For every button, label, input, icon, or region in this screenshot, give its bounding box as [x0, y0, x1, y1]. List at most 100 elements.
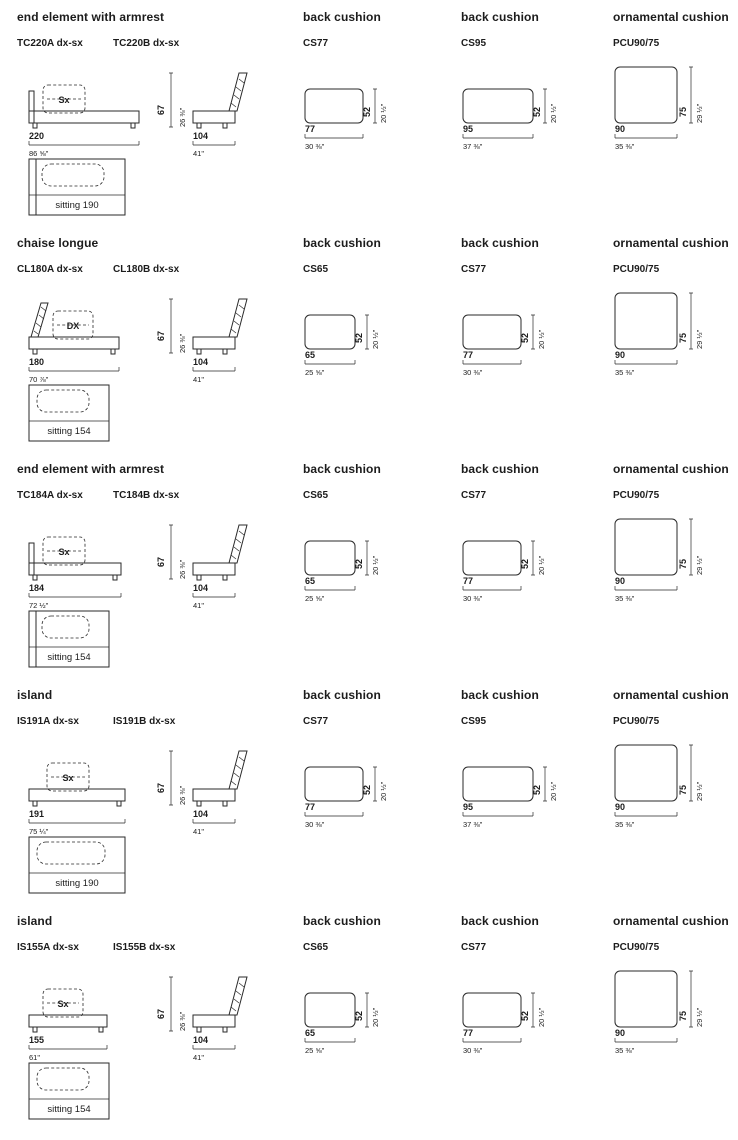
cushion-code: CS77 — [461, 490, 487, 501]
product-row: end element with armrest TC184A dx-sx TC… — [17, 462, 738, 688]
section-title: ornamental cushion — [613, 236, 729, 250]
depth-cm: 104 — [193, 1035, 208, 1045]
height-in: 26 ⅜" — [178, 1011, 187, 1031]
cushion-height-cm: 52 — [362, 785, 372, 795]
furniture-technical-drawing: Sx 155 61" 67 26 ⅜" 104 41" — [28, 976, 248, 1120]
cushion-drawing: 52 20 ½" 95 37 ⅜" — [462, 88, 558, 151]
cushion-width-cm: 90 — [615, 124, 625, 134]
furniture-technical-drawing: Sx 220 86 ⅝" 67 26 ⅜" 104 41" — [28, 72, 248, 216]
cushion-width-cm: 77 — [305, 124, 315, 134]
depth-cm: 104 — [193, 809, 208, 819]
cushion-height-in: 29 ½" — [695, 781, 704, 801]
hatch-lines — [230, 304, 245, 334]
section-title: ornamental cushion — [613, 914, 729, 928]
cushion-width-cm: 65 — [305, 1028, 315, 1038]
cushion-width-cm: 90 — [615, 802, 625, 812]
cushion-width-cm: 90 — [615, 350, 625, 360]
front-view: Sx 155 61" — [28, 988, 108, 1062]
depth-in: 41" — [193, 1053, 204, 1062]
hatch-lines — [33, 306, 47, 335]
product-row: island IS155A dx-sx IS155B dx-sx Sx 155 … — [17, 914, 738, 1140]
furniture-technical-drawing: Sx 191 75 ¼" 67 26 ⅜" 104 41" — [28, 750, 248, 894]
section-title: chaise longue — [17, 236, 99, 250]
cushion-code: PCU90/75 — [613, 490, 660, 501]
furniture-technical-drawing: Sx 184 72 ½" 67 26 ⅜" 104 41" — [28, 524, 248, 668]
cushion-drawing: 52 20 ½" 77 30 ⅜" — [462, 992, 546, 1055]
cushion-drawing: 52 20 ½" 77 30 ⅜" — [304, 88, 388, 151]
cushion-width-cm: 90 — [615, 576, 625, 586]
section-title: end element with armrest — [17, 10, 165, 24]
cushion-code: PCU90/75 — [613, 38, 660, 49]
cushion-width-in: 35 ⅜" — [615, 820, 635, 829]
section-title: back cushion — [303, 462, 381, 476]
cushion-code: PCU90/75 — [613, 716, 660, 727]
armrest-plan — [28, 158, 37, 216]
height-cm: 67 — [156, 783, 166, 793]
backrest — [30, 302, 49, 338]
backrest — [228, 72, 248, 112]
cushion-height-in: 29 ½" — [695, 329, 704, 349]
section-title: ornamental cushion — [613, 462, 729, 476]
side-view: 67 26 ⅜" 104 41" — [156, 298, 248, 384]
depth-cm: 104 — [193, 357, 208, 367]
cushion-width-in: 25 ⅝" — [305, 594, 325, 603]
cushion-width-cm: 65 — [305, 350, 315, 360]
cushion-width-in: 35 ⅜" — [615, 1046, 635, 1055]
cushion-height-in: 20 ½" — [379, 781, 388, 801]
model-codes: PCU90/75 — [613, 490, 729, 501]
cushion-drawing: 52 20 ½" 77 30 ⅜" — [304, 766, 388, 829]
height-cm: 67 — [156, 331, 166, 341]
orientation-label: Sx — [62, 773, 73, 783]
cushion-code: CS65 — [303, 942, 329, 953]
furniture-spec-cell: end element with armrest TC184A dx-sx TC… — [17, 462, 303, 688]
cushion-height-in: 20 ½" — [371, 1007, 380, 1027]
model-codes: CS95 — [461, 38, 613, 49]
section-title: back cushion — [461, 10, 539, 24]
cushion-code: CS95 — [461, 716, 487, 727]
side-view: 67 26 ⅜" 104 41" — [156, 524, 248, 610]
model-code-b: IS191B dx-sx — [113, 716, 176, 727]
cushion-code: CS95 — [461, 38, 487, 49]
cushion-width-cm: 65 — [305, 576, 315, 586]
model-codes: CS65 — [303, 942, 461, 953]
back-cushion-outline — [42, 988, 84, 1018]
cushion-spec-cell: back cushion CS77 52 20 ½" 77 30 ⅜" — [461, 236, 613, 462]
cushion-code: CS77 — [461, 264, 487, 275]
back-cushion-outline — [42, 536, 86, 566]
cushion-drawing: 75 29 ½" 90 35 ⅜" — [614, 970, 704, 1055]
plan-view: sitting 154 — [28, 384, 110, 442]
cushion-width-cm: 77 — [463, 1028, 473, 1038]
cushion-code: CS77 — [303, 716, 329, 727]
furniture-spec-cell: island IS191A dx-sx IS191B dx-sx Sx 191 … — [17, 688, 303, 914]
section-title: back cushion — [303, 236, 381, 250]
armrest — [28, 542, 35, 576]
cushion-height-cm: 75 — [678, 333, 688, 343]
cushion-drawing: 52 20 ½" 65 25 ⅝" — [304, 314, 380, 377]
side-view: 67 26 ⅜" 104 41" — [156, 72, 248, 158]
width-cm: 155 — [29, 1035, 44, 1045]
cushion-code: CS65 — [303, 264, 329, 275]
cushion-spec-cell: ornamental cushion PCU90/75 75 29 ½" 90 … — [613, 236, 729, 462]
width-cm: 184 — [29, 583, 44, 593]
cushion-code: PCU90/75 — [613, 942, 660, 953]
sitting-label: sitting 154 — [47, 652, 90, 663]
model-codes: PCU90/75 — [613, 716, 729, 727]
cushion-width-in: 25 ⅝" — [305, 368, 325, 377]
height-cm: 67 — [156, 105, 166, 115]
model-code-b: CL180B dx-sx — [113, 264, 180, 275]
cushion-height-in: 20 ½" — [537, 555, 546, 575]
hatch-lines — [230, 982, 245, 1012]
model-codes: CS77 — [461, 942, 613, 953]
width-cm: 220 — [29, 131, 44, 141]
cushion-drawing: 52 20 ½" 95 37 ⅜" — [462, 766, 558, 829]
model-codes: IS155A dx-sx IS155B dx-sx — [17, 942, 303, 953]
backrest — [228, 298, 248, 338]
depth-cm: 104 — [193, 583, 208, 593]
cushion-height-in: 29 ½" — [695, 555, 704, 575]
cushion-height-cm: 75 — [678, 1011, 688, 1021]
section-title: back cushion — [303, 688, 381, 702]
cushion-height-in: 29 ½" — [695, 1007, 704, 1027]
model-codes: TC184A dx-sx TC184B dx-sx — [17, 490, 303, 501]
cushion-height-cm: 52 — [520, 333, 530, 343]
